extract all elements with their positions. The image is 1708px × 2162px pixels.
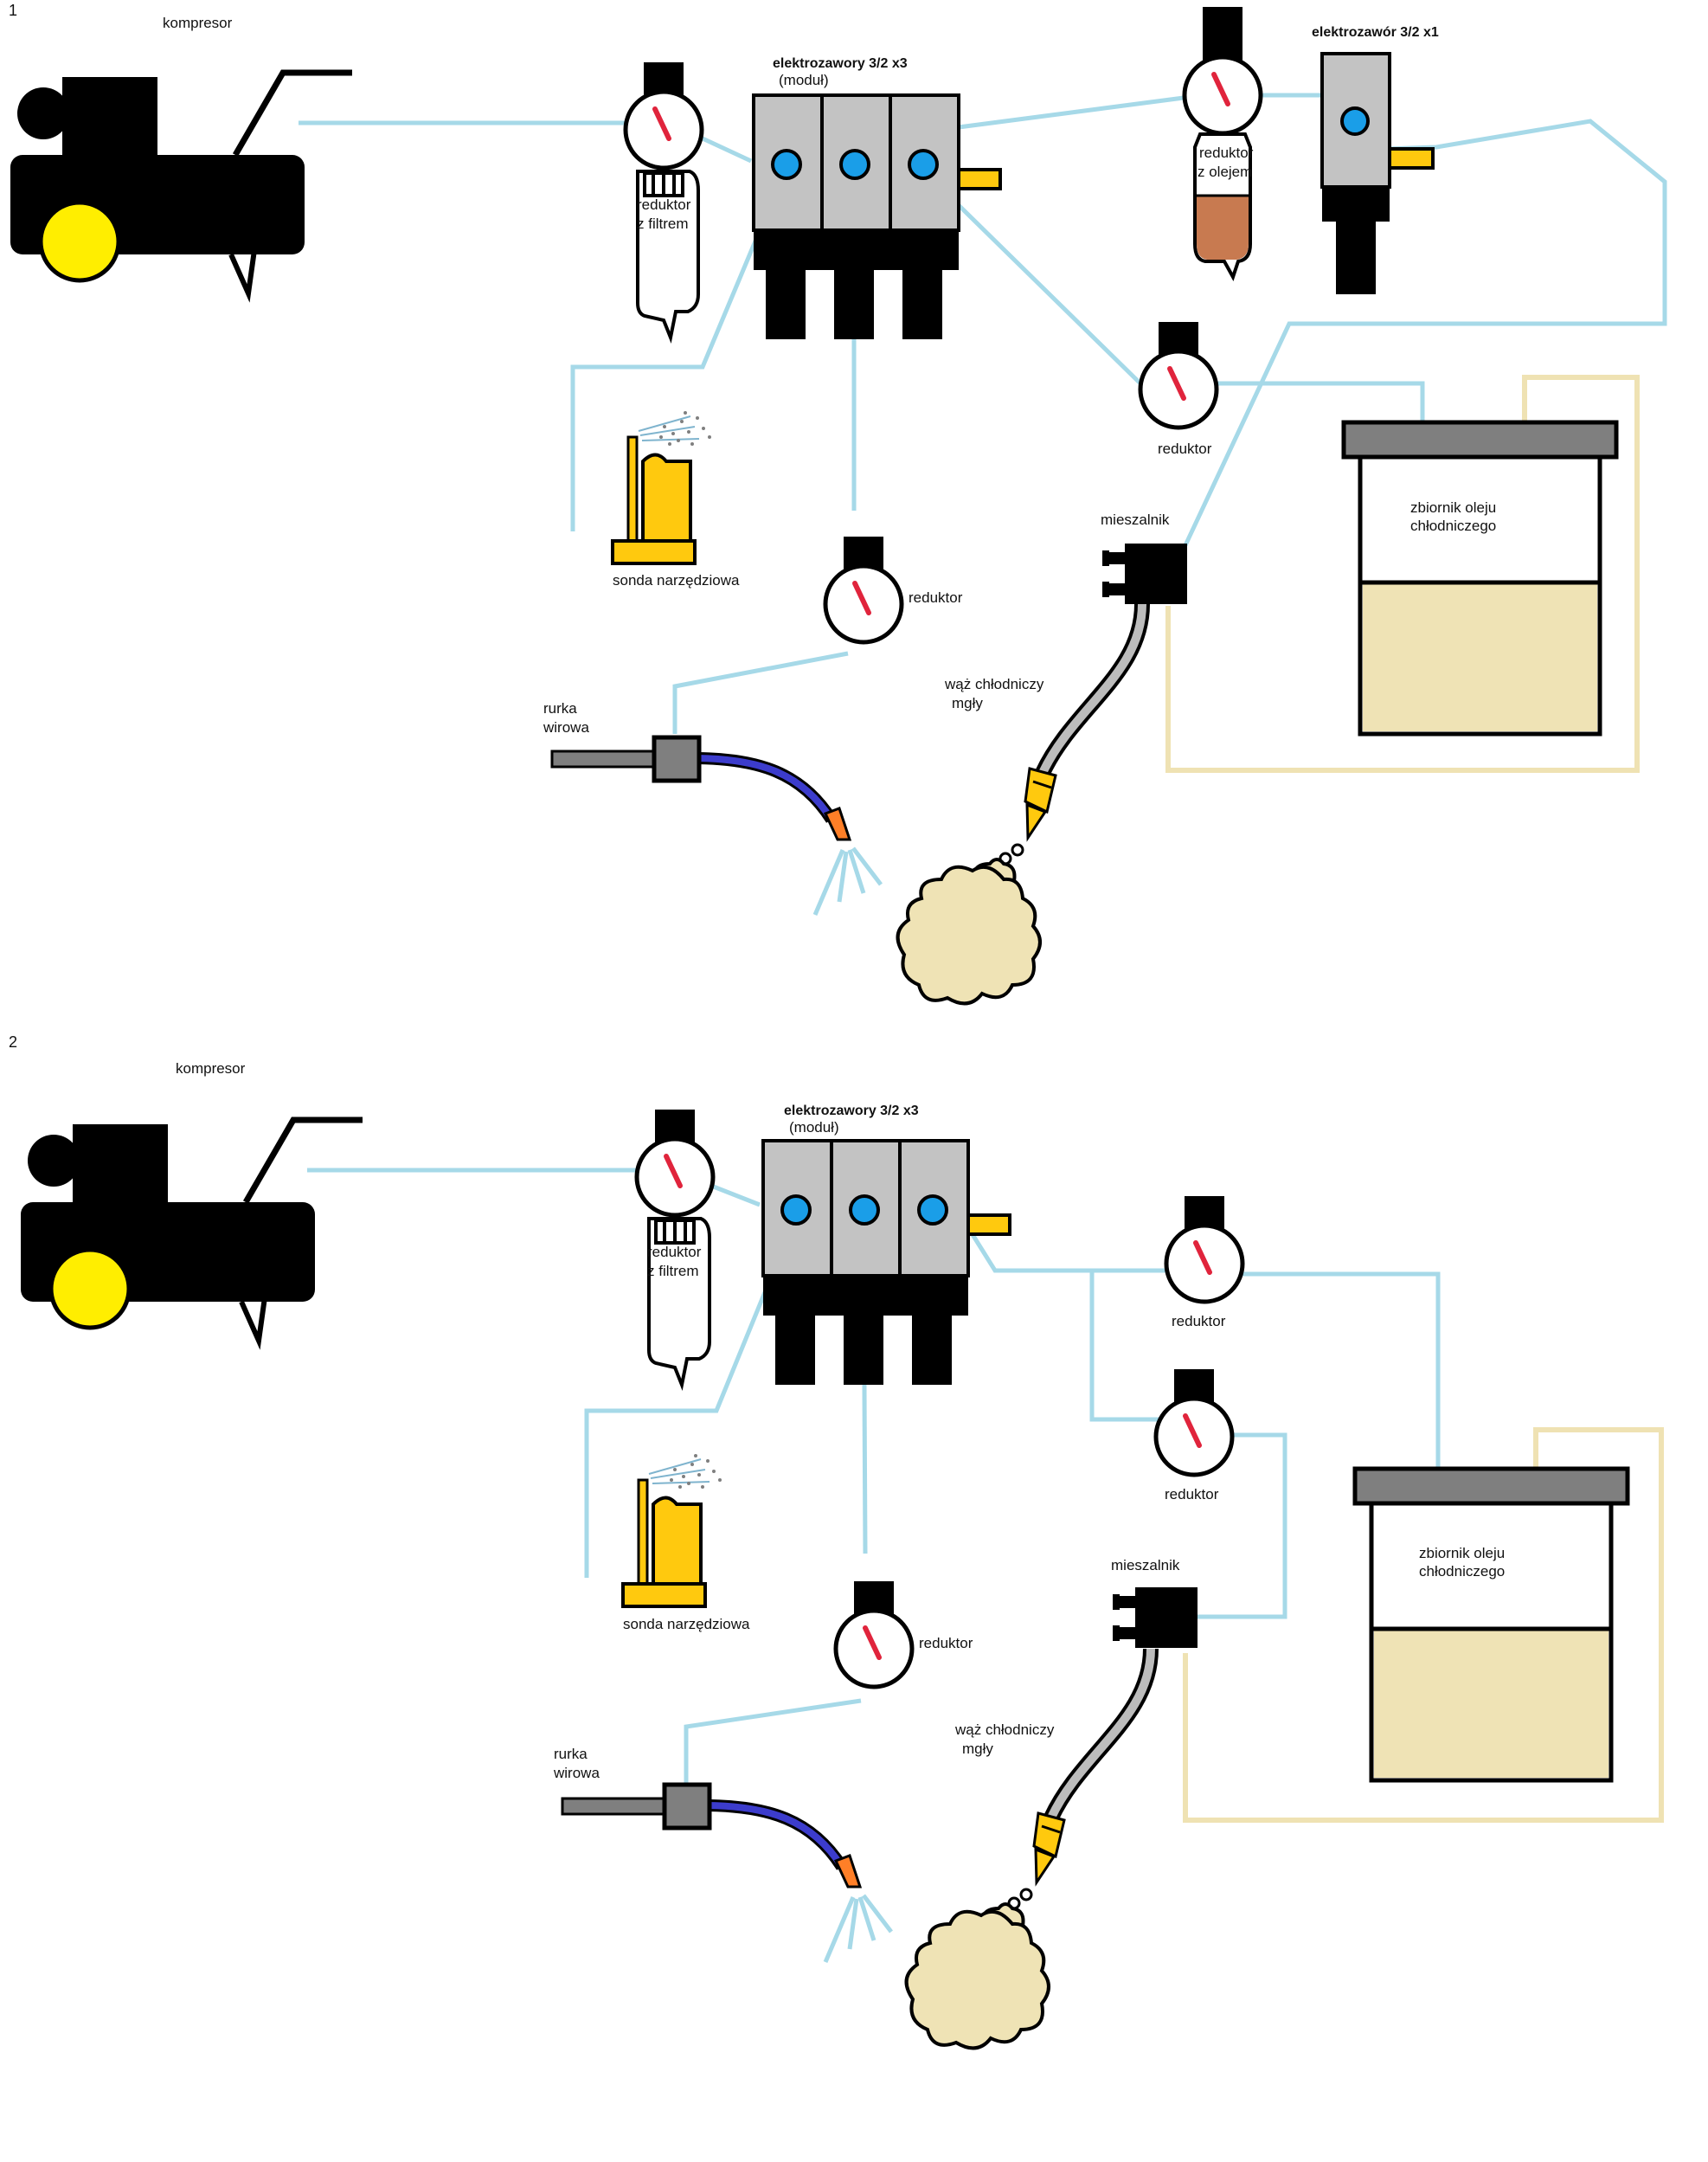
regulator-upper <box>1166 1196 1242 1302</box>
oiler-regulator <box>1185 7 1261 281</box>
valve-module-title: elektrozawory 3/2 x3 <box>784 1104 919 1118</box>
regulator-upper-label: reduktor <box>1172 1313 1226 1329</box>
mixer-label: mieszalnik <box>1111 1557 1180 1573</box>
valve-module-subtitle: (moduł) <box>779 72 829 88</box>
regulator-lower <box>1156 1369 1232 1475</box>
regulator-center <box>825 537 902 642</box>
regulator-center <box>836 1581 912 1687</box>
compressor-label: kompresor <box>176 1060 246 1077</box>
filter-regulator-label: reduktor <box>647 1244 702 1260</box>
compressor <box>10 73 352 293</box>
tank-label: zbiornik oleju <box>1419 1545 1505 1561</box>
tool-probe <box>621 1452 723 1608</box>
tank-label-2: chłodniczego <box>1419 1563 1505 1580</box>
valve-module-title: elektrozawory 3/2 x3 <box>773 56 908 71</box>
tool-probe <box>611 409 713 565</box>
diagram-1: 1 kompresor reduktor z filtrem elektroza… <box>9 2 1667 1003</box>
regulator-center-label: reduktor <box>909 589 963 606</box>
mixer-label: mieszalnik <box>1101 512 1170 528</box>
air-lines <box>307 1168 1441 1783</box>
vortex-label: rurka <box>554 1746 588 1762</box>
mixer <box>1102 544 1187 604</box>
coolant-tank <box>1355 1469 1628 1780</box>
tank-label: zbiornik oleju <box>1410 499 1496 516</box>
oiler-label-2: z olejem <box>1198 164 1252 180</box>
mist-hose-label-2: mgły <box>952 695 983 711</box>
compressor-label: kompresor <box>163 15 233 31</box>
regulator-center-label: reduktor <box>919 1635 973 1651</box>
coolant-tank <box>1344 422 1616 734</box>
vortex-label-2: wirowa <box>553 1765 600 1781</box>
regulator-lower-label: reduktor <box>1165 1486 1219 1502</box>
mixer <box>1113 1587 1198 1648</box>
vortex-label-2: wirowa <box>543 719 589 736</box>
mist-hose-label: wąż chłodniczy <box>954 1721 1055 1738</box>
mist-hose-and-cloud <box>898 604 1142 1003</box>
solenoid-valve-module <box>761 1139 1011 1387</box>
regulator-right <box>1140 322 1217 428</box>
single-valve-title: elektrozawór 3/2 x1 <box>1312 25 1439 40</box>
single-solenoid-valve <box>1320 52 1435 294</box>
diagram-number: 1 <box>9 2 17 19</box>
mist-hose-label-2: mgły <box>962 1741 993 1757</box>
probe-label: sonda narzędziowa <box>623 1616 750 1632</box>
tank-label-2: chłodniczego <box>1410 518 1496 534</box>
valve-module-subtitle: (moduł) <box>789 1119 839 1136</box>
compressor <box>21 1120 363 1341</box>
probe-label: sonda narzędziowa <box>613 572 740 589</box>
coolant-oil-lines <box>1165 375 1640 773</box>
filter-regulator-label-2: z filtrem <box>647 1263 699 1279</box>
diagram-2: 2 kompresor reduktor z filtrem elektroza… <box>9 1033 1664 2048</box>
solenoid-valve-module <box>752 93 1002 341</box>
vortex-label: rurka <box>543 700 577 717</box>
filter-regulator-label-2: z filtrem <box>637 216 689 232</box>
mist-hose-label: wąż chłodniczy <box>944 676 1044 692</box>
vortex-tube <box>562 1785 891 1962</box>
vortex-tube <box>552 737 881 915</box>
coolant-oil-lines <box>1183 1427 1664 1823</box>
oiler-label: reduktor <box>1199 145 1254 161</box>
regulator-right-label: reduktor <box>1158 441 1212 457</box>
filter-regulator-label: reduktor <box>637 196 691 213</box>
diagram-number: 2 <box>9 1033 17 1051</box>
mist-hose-and-cloud <box>907 1649 1151 2048</box>
